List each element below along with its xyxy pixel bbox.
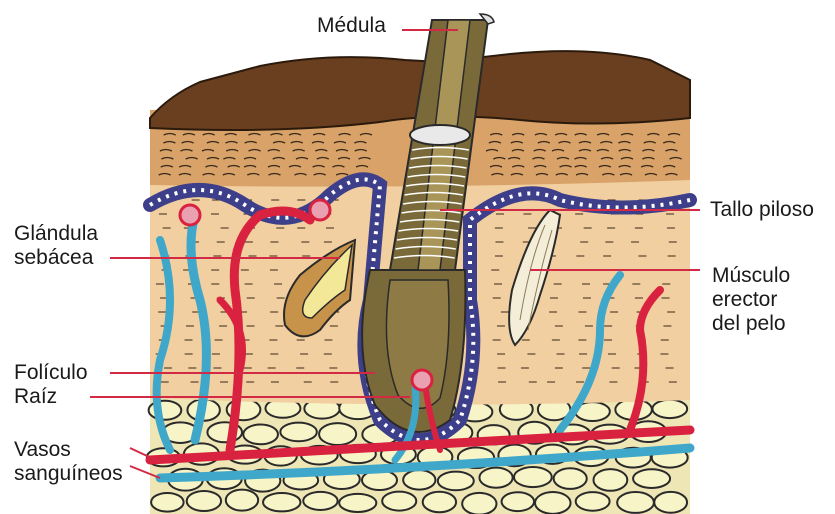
label-glandula-l2: sebácea — [14, 246, 93, 270]
capillary-loop-left — [180, 205, 200, 225]
label-tallo-piloso: Tallo piloso — [710, 198, 814, 222]
fat-cell — [243, 424, 278, 444]
fat-cell — [514, 467, 552, 487]
fat-cell — [423, 492, 456, 513]
fat-cell — [319, 423, 356, 445]
label-musculo-l3: del pelo — [712, 312, 786, 336]
fat-cell — [554, 468, 587, 489]
label-medula: Médula — [317, 14, 386, 38]
fat-cell — [617, 492, 654, 513]
fat-cell — [535, 492, 571, 514]
fat-cell — [226, 490, 258, 511]
label-musculo-l2: erector — [712, 288, 777, 312]
fat-cell — [576, 492, 610, 511]
fat-cell — [438, 472, 474, 491]
fat-cell — [303, 492, 337, 510]
fat-cell — [187, 491, 221, 511]
fat-cell — [280, 423, 316, 442]
label-foliculo: Folículo — [14, 361, 88, 385]
label-glandula-l1: Glándula — [14, 222, 98, 246]
capillary-loop-bulb — [412, 370, 432, 390]
label-vasos-l1: Vasos — [14, 438, 71, 462]
hair-collar — [410, 125, 470, 145]
fat-cell — [654, 492, 687, 513]
capillary-loop-mid — [310, 200, 330, 220]
fat-cell — [633, 469, 670, 488]
label-musculo-l1: Músculo — [712, 264, 790, 288]
fat-cell — [593, 469, 627, 491]
fat-cell — [151, 493, 184, 512]
fat-cell — [652, 400, 687, 418]
fat-cell — [263, 493, 300, 511]
fat-cell — [339, 494, 376, 512]
label-raiz: Raíz — [14, 385, 57, 409]
fat-cell — [403, 470, 435, 489]
fat-cell — [462, 493, 496, 514]
fat-cell — [382, 492, 416, 511]
label-vasos-l2: sanguíneos — [14, 462, 123, 486]
fat-cell — [479, 468, 512, 488]
fat-cell — [502, 492, 535, 511]
